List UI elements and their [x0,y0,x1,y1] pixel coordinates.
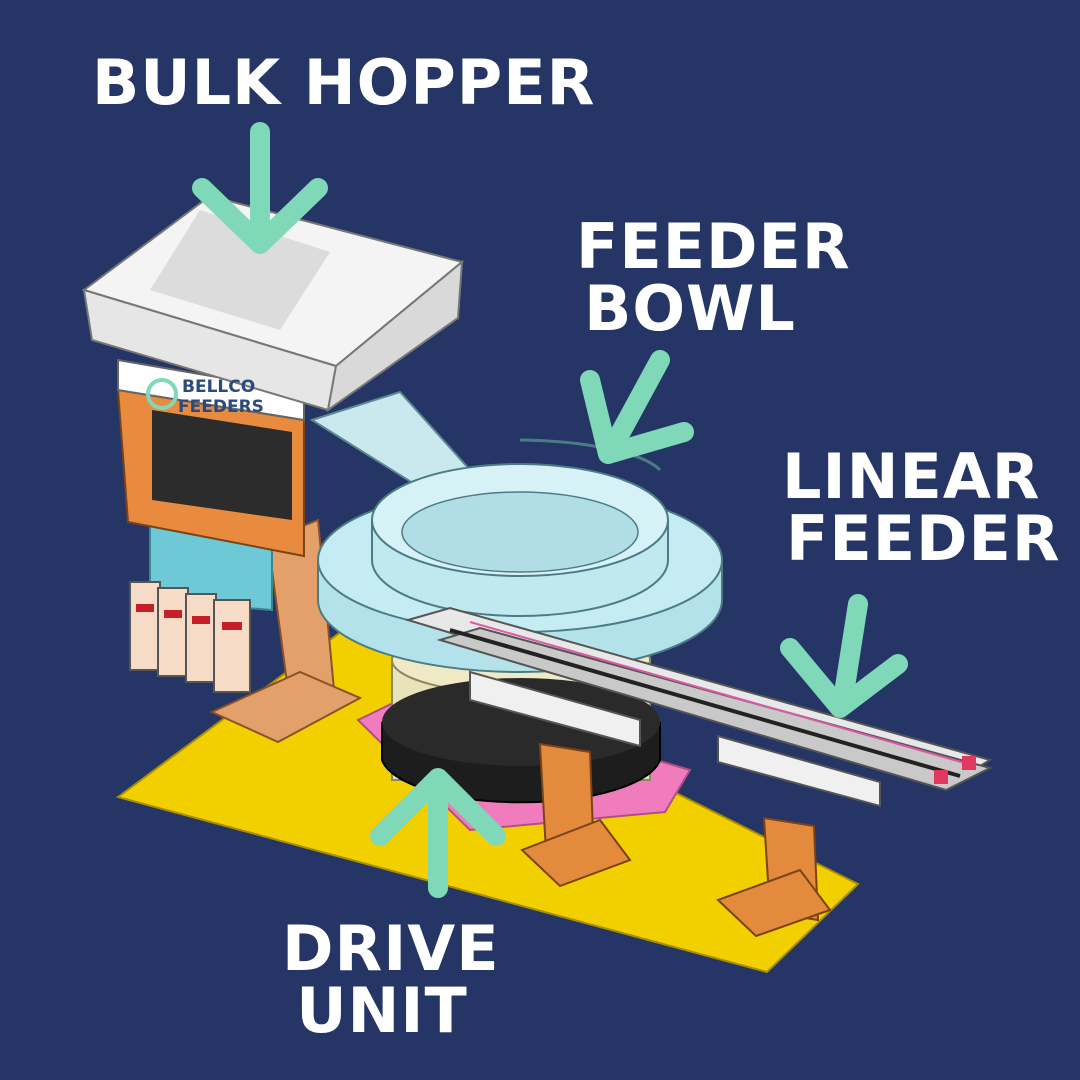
feeder-bowl-arrow [580,350,694,464]
feeder-bowl-label-line2: BOWL [584,272,796,345]
linear-feeder-arrow [780,594,908,718]
linear-feeder-stands [520,742,832,938]
drive-unit-label-line2: UNIT [296,974,468,1047]
linear-feeder-label-line1: LINEAR [782,440,1041,513]
feeder-bowl [317,438,723,673]
feeder-bowl-label-line1: FEEDER [576,210,851,283]
bulk-hopper [81,194,465,413]
logo-line1: BELLCO [182,377,255,397]
linear-feeder [404,606,993,808]
logo-line2: FEEDERS [178,397,264,417]
drive-unit-label: DRIVE UNIT [282,912,500,1047]
drive-unit-label-line1: DRIVE [282,912,500,985]
bulk-hopper-label: BULK HOPPER [92,52,595,114]
drive-unit-arrow [370,768,506,898]
hopper-frame [116,358,305,558]
brand-logo: BELLCO FEEDERS [146,377,264,417]
feeder-bowl-label: FEEDER BOWL [576,210,851,345]
linear-feeder-label: LINEAR FEEDER [782,446,1061,570]
bulk-hopper-label-line1: BULK HOPPER [92,46,596,119]
bulk-hopper-arrow [192,122,328,254]
linear-feeder-label-line2: FEEDER [786,502,1061,575]
callout-arrows [192,122,908,898]
